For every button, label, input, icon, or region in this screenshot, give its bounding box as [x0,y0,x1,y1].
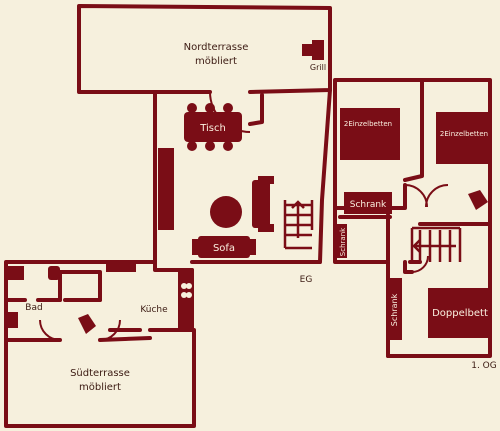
suedterrasse-sub: möbliert [79,382,121,393]
staircase-og [410,226,462,262]
doppelbett-label: Doppelbett [432,308,488,319]
grill-label: Grill [310,63,326,72]
wardrobe-left [344,192,392,214]
twin-bed-right [436,112,490,164]
sofa-icon [198,236,250,258]
double-bed [428,288,492,338]
bad-label: Bad [25,303,42,313]
schrank-label-2: Schrank [339,227,347,256]
tisch-label: Tisch [199,123,226,134]
dining-table [184,112,242,142]
walls [4,4,492,428]
labels: Nordterrasse möbliert Grill Tisch Sofa E… [25,42,496,393]
coffee-table [210,196,242,228]
og-label: 1. OG [471,361,497,371]
eg-label: EG [300,275,313,285]
twin-bed-left-label: 2Einzelbetten [344,120,392,128]
staircase-eg [283,200,314,250]
twin-bed-right-label: 2Einzelbetten [440,130,488,138]
schrank-label-3: Schrank [390,293,399,326]
suedterrasse-label: Südterrasse [70,368,130,379]
sofa-label: Sofa [213,243,235,254]
kueche-label: Küche [140,305,168,315]
schrank-label-1: Schrank [350,200,387,210]
nordterrasse-label: Nordterrasse [184,42,249,53]
nordterrasse-sub: möbliert [195,56,237,67]
twin-bed-left [340,108,400,160]
furniture [8,40,492,340]
